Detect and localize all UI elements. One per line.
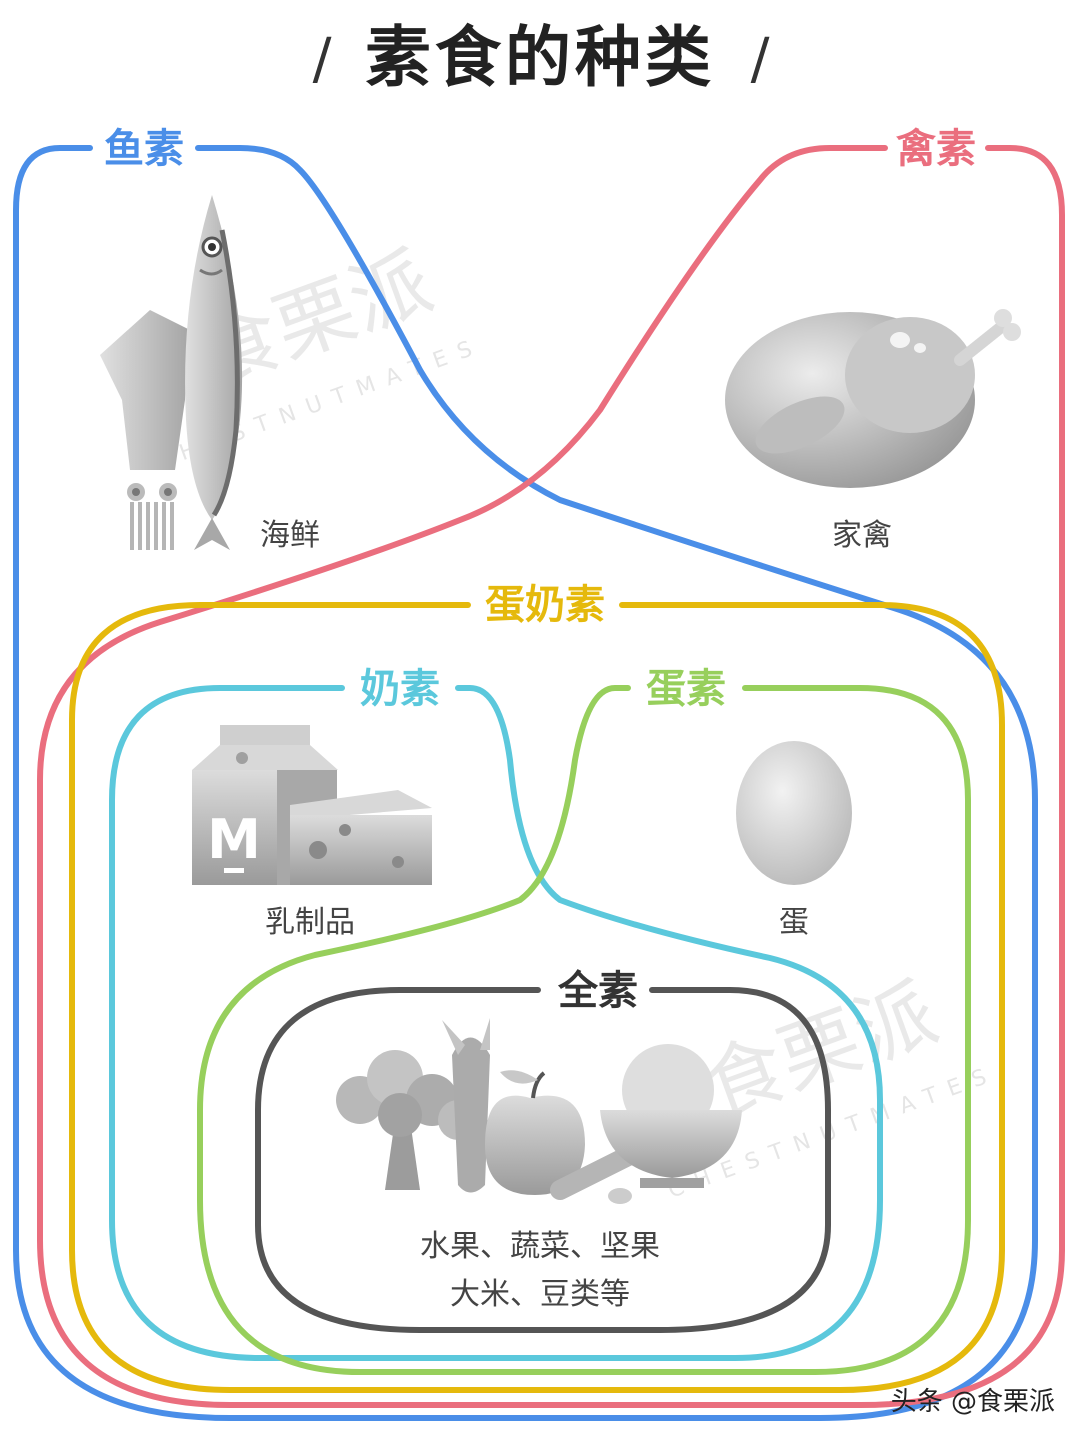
item-seafood: 海鲜 (260, 518, 320, 553)
ovo-lacto-vegetarian-boundary (69, 602, 1005, 1393)
item-dairy: 乳制品 (265, 905, 355, 940)
fish-vegetarian-boundary (13, 145, 1038, 1421)
svg-text:M: M (207, 808, 261, 871)
label-poultry-vegetarian: 禽素 (896, 126, 976, 172)
fish-icon (185, 195, 243, 550)
label-ovo-lacto-vegetarian: 蛋奶素 (485, 582, 605, 628)
beans-icon (550, 1145, 640, 1204)
item-vegan-line1: 水果、蔬菜、坚果 (420, 1229, 660, 1264)
vegan-boundary (255, 987, 831, 1333)
cheese-icon (290, 790, 432, 885)
lacto-vegetarian-boundary (109, 685, 883, 1361)
title-slash-left: / (313, 27, 332, 92)
label-fish-vegetarian: 鱼素 (104, 126, 184, 172)
apple-icon (485, 1070, 585, 1195)
rice-bowl-icon (600, 1044, 742, 1188)
item-egg: 蛋 (779, 905, 809, 940)
title-text: 素食的种类 (365, 19, 715, 96)
egg-icon (736, 741, 852, 885)
milk-carton-icon: M (192, 725, 338, 885)
carrot-icon (442, 1018, 490, 1193)
roast-chicken-icon (725, 309, 1021, 488)
poultry-vegetarian-boundary (37, 145, 1065, 1408)
label-ovo-vegetarian: 蛋素 (646, 666, 726, 712)
item-poultry: 家禽 (832, 518, 892, 553)
squid-icon (100, 310, 190, 550)
footer-credit: 头条 @食栗派 (891, 1387, 1055, 1417)
label-vegan: 全素 (557, 968, 638, 1014)
page-title: / 素食的种类 / (313, 19, 770, 96)
title-slash-right: / (751, 27, 770, 92)
label-lacto-vegetarian: 奶素 (360, 666, 440, 712)
item-vegan-line2: 大米、豆类等 (450, 1277, 630, 1312)
ovo-vegetarian-boundary (197, 685, 971, 1375)
